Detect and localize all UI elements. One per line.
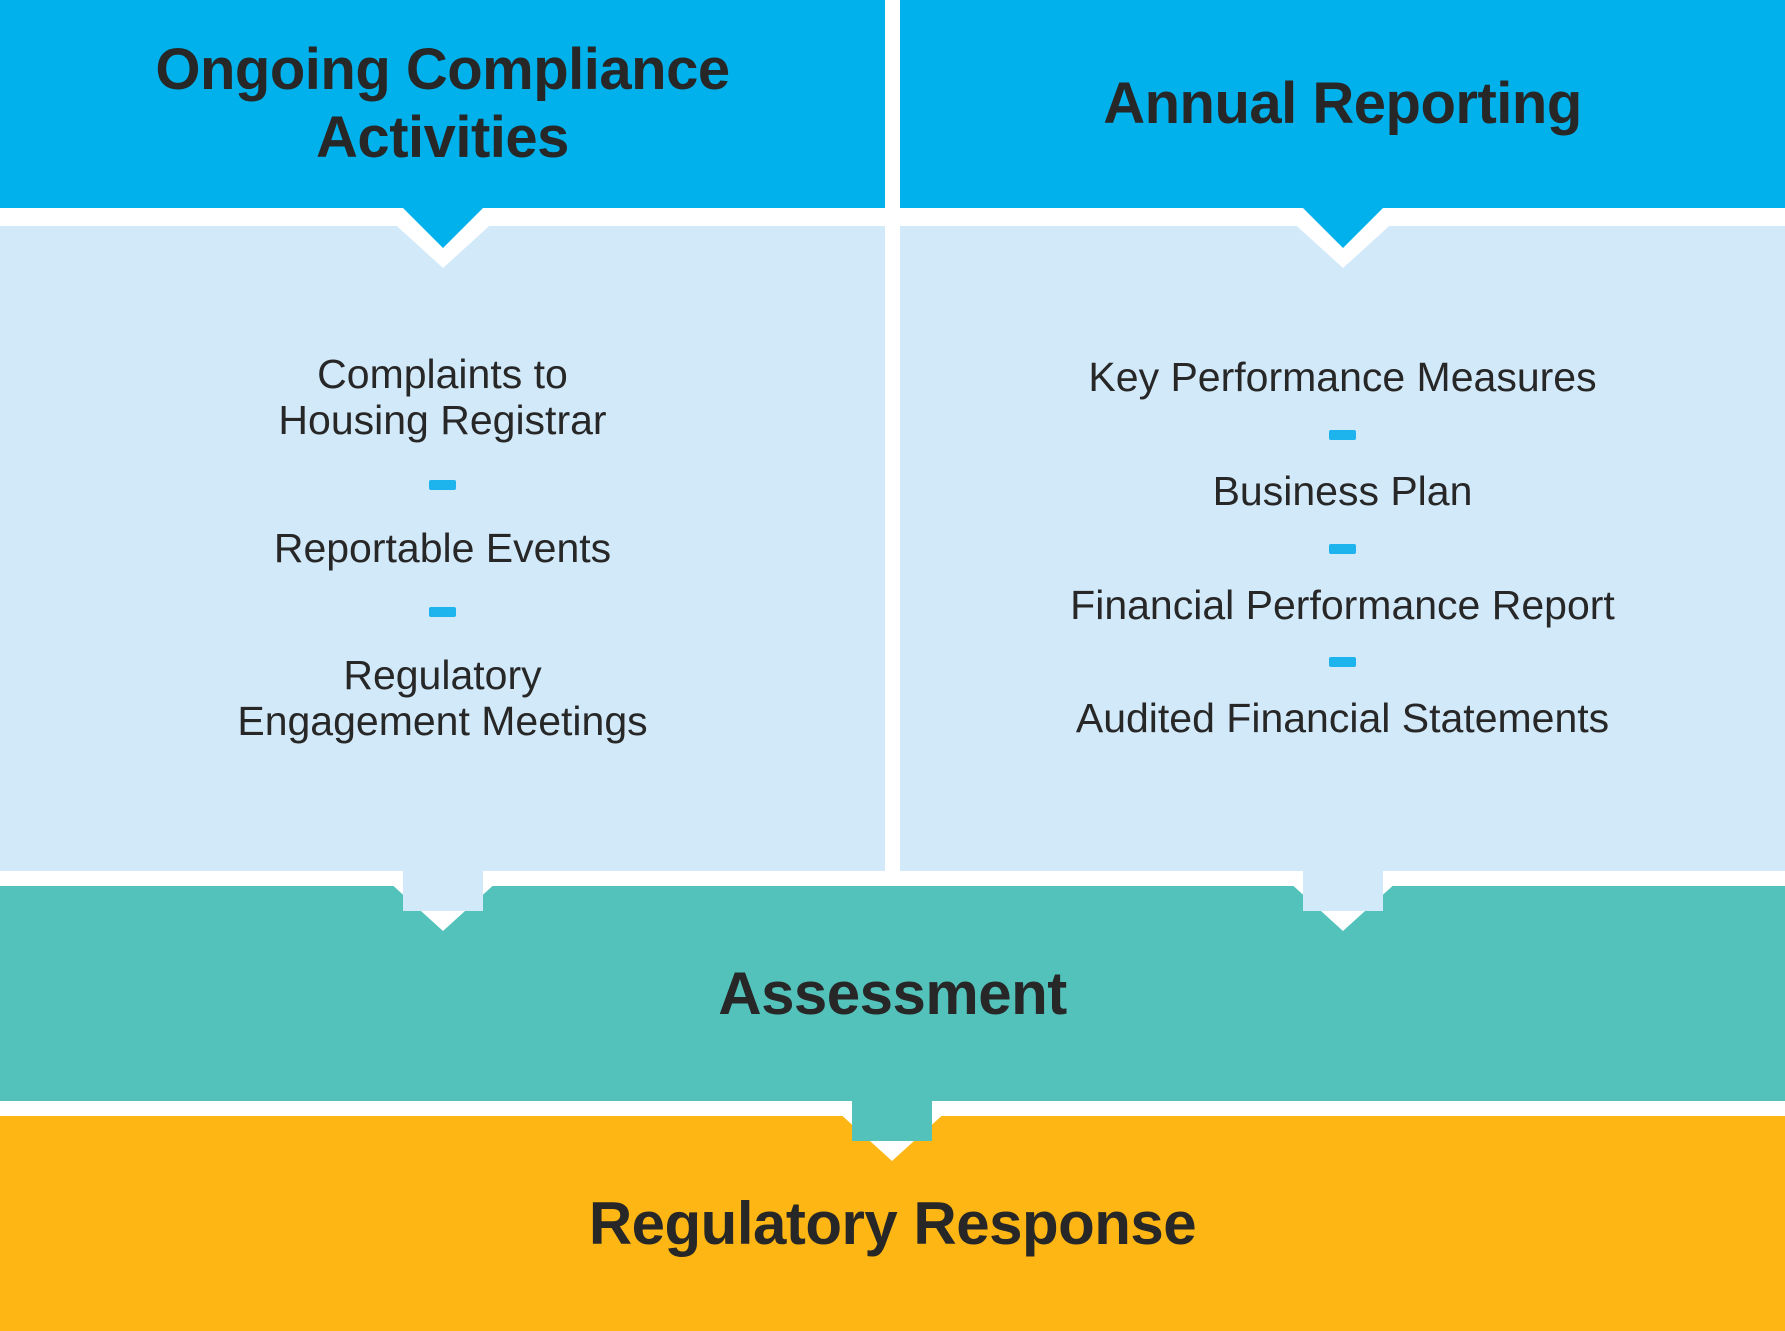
dash-separator-icon	[1329, 429, 1356, 440]
list-item: Financial Performance Report	[1070, 581, 1615, 628]
assessment-band: Assessment	[0, 886, 1785, 1101]
list-item: Reportable Events	[273, 524, 612, 571]
chevron-fill	[852, 1101, 932, 1141]
dash-separator-icon	[1329, 543, 1356, 554]
header-annual-reporting-title: Annual Reporting	[1103, 71, 1582, 137]
dash-separator-icon	[1329, 657, 1356, 668]
header-ongoing-compliance-title: Ongoing Compliance Activities	[155, 37, 730, 170]
chevron-fill	[403, 871, 483, 911]
list-item: Complaints to Housing Registrar	[278, 350, 607, 443]
header-annual-reporting: Annual Reporting	[900, 0, 1785, 208]
assessment-label: Assessment	[718, 960, 1067, 1027]
header-ongoing-compliance: Ongoing Compliance Activities	[0, 0, 885, 208]
chevron-fill	[1303, 208, 1383, 248]
chevron-fill	[403, 208, 483, 248]
dash-separator-icon	[429, 479, 456, 490]
list-item: Regulatory Engagement Meetings	[237, 652, 648, 745]
regulatory-response-label: Regulatory Response	[588, 1190, 1197, 1257]
list-item: Audited Financial Statements	[1075, 695, 1610, 742]
list-item: Key Performance Measures	[1088, 353, 1597, 400]
chevron-fill	[1303, 871, 1383, 911]
list-item: Business Plan	[1212, 467, 1473, 514]
dash-separator-icon	[429, 607, 456, 618]
